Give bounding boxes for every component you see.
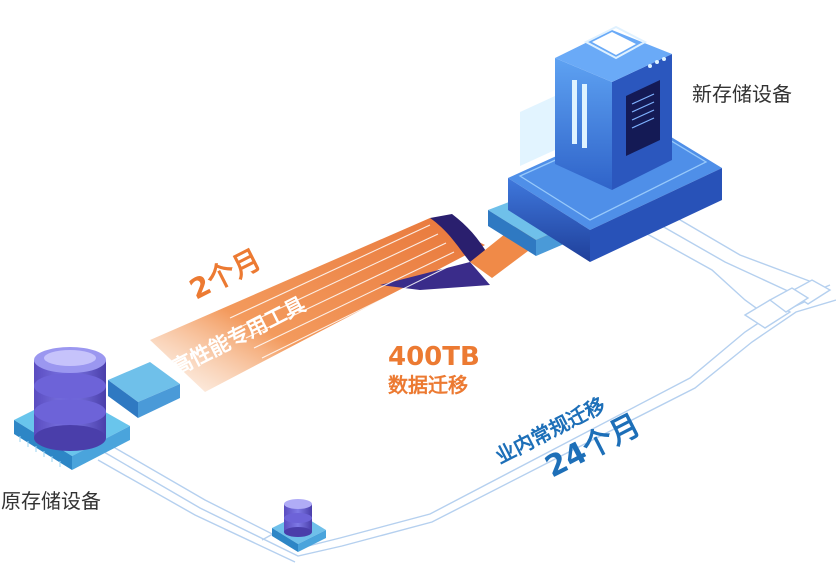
new-device-label: 新存储设备 bbox=[692, 82, 792, 106]
new-storage-device bbox=[508, 25, 722, 262]
circuit-pads bbox=[743, 279, 832, 329]
fast-ribbon bbox=[150, 214, 548, 392]
connector-old bbox=[108, 362, 180, 418]
middle-storage-node bbox=[272, 499, 326, 552]
data-action-label: 数据迁移 bbox=[388, 373, 468, 397]
old-device-label: 原存储设备 bbox=[1, 489, 101, 513]
data-amount-label: 400TB bbox=[388, 342, 480, 372]
old-storage-device bbox=[14, 347, 130, 470]
